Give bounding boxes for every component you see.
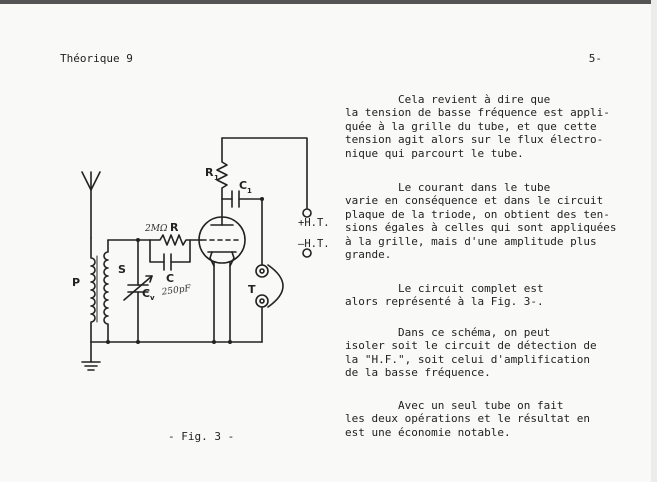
- text-line: nique qui parcourt le tube.: [345, 146, 524, 160]
- ht-minus-terminal: [302, 248, 312, 258]
- ht-supply-wire: [221, 137, 308, 209]
- paragraph-4: Dans ce schéma, on peut isoler soit le c…: [345, 326, 630, 380]
- label-r1-sub: 1: [214, 174, 219, 182]
- text-line: Le circuit complet est: [345, 282, 544, 295]
- text-line: plaque de la triode, on obtient des ten-: [345, 207, 610, 221]
- paragraph-2: Le courant dans le tube varie en conséqu…: [345, 181, 630, 261]
- text-line: la "H.F.", soit celui d'amplification: [345, 352, 591, 366]
- junction-dot: [106, 340, 110, 344]
- plate-resistor: [216, 137, 228, 200]
- label-cv: C: [142, 287, 150, 300]
- label-t: T: [248, 283, 256, 296]
- paragraph-5: Avec un seul tube on fait les deux opéra…: [345, 399, 630, 439]
- page-number: 5-: [588, 52, 602, 65]
- text-line: Dans ce schéma, on peut: [345, 326, 551, 339]
- text-line: est une économie notable.: [345, 425, 511, 439]
- label-c: C: [166, 272, 174, 285]
- grid-resistor: [149, 234, 202, 246]
- label-cv-sub: v: [150, 294, 155, 302]
- text-line: varie en conséquence et dans le circuit: [345, 194, 604, 208]
- label-c1: C: [239, 179, 247, 192]
- label-ht-plus: +H.T.: [298, 217, 330, 229]
- text-line: les deux opérations et le résultat en: [345, 412, 591, 426]
- junction-dot: [260, 197, 264, 201]
- label-s: S: [118, 263, 126, 276]
- figure-caption: - Fig. 3 -: [168, 430, 235, 443]
- text-line: de la basse fréquence.: [345, 366, 491, 380]
- scan-right-edge: [651, 0, 657, 482]
- text-line: Avec un seul tube on fait: [345, 399, 564, 412]
- text-line: isoler soit le circuit de détection de: [345, 339, 597, 353]
- text-line: à la grille, mais d'une amplitude plus: [345, 234, 597, 248]
- primary-coil: [90, 237, 96, 343]
- text-line: tension agit alors sur le flux électro-: [345, 133, 604, 147]
- junction-dot: [136, 340, 140, 344]
- antenna-symbol: [81, 171, 101, 239]
- text-line: alors représenté à la Fig. 3-.: [345, 295, 544, 309]
- secondary-coil: [103, 239, 109, 343]
- label-ht-minus: —H.T.: [298, 238, 330, 250]
- text-line: quée à la grille du tube, et que cette: [345, 119, 597, 133]
- text-line: grande.: [345, 248, 392, 262]
- label-c1-sub: 1: [247, 187, 252, 195]
- label-r1: R: [205, 166, 214, 179]
- headphones: [255, 264, 284, 343]
- running-head-section: Théorique 9: [60, 52, 133, 65]
- paragraph-3: Le circuit complet est alors représenté …: [345, 282, 630, 309]
- text-line: la tension de basse fréquence est appli-: [345, 106, 610, 120]
- ground-symbol: [81, 341, 101, 371]
- handwritten-c-value: 250pF: [160, 284, 192, 298]
- label-r: R: [170, 221, 179, 234]
- junction-dot: [212, 340, 216, 344]
- triode-tube: [198, 198, 246, 343]
- handwritten-r-value: 2MΩ: [144, 224, 168, 234]
- label-p: P: [72, 276, 80, 289]
- paragraph-1: Cela revient à dire que la tension de ba…: [345, 93, 630, 160]
- ht-plus-terminal: [302, 208, 312, 218]
- grid-capacitor: [149, 239, 191, 271]
- text-line: Cela revient à dire que: [345, 93, 551, 106]
- text-line: sions égales à celles qui sont appliquée…: [345, 221, 617, 235]
- junction-dot: [228, 340, 232, 344]
- variable-capacitor: [123, 239, 153, 343]
- text-line: Le courant dans le tube: [345, 181, 551, 194]
- scan-top-edge: [0, 0, 657, 4]
